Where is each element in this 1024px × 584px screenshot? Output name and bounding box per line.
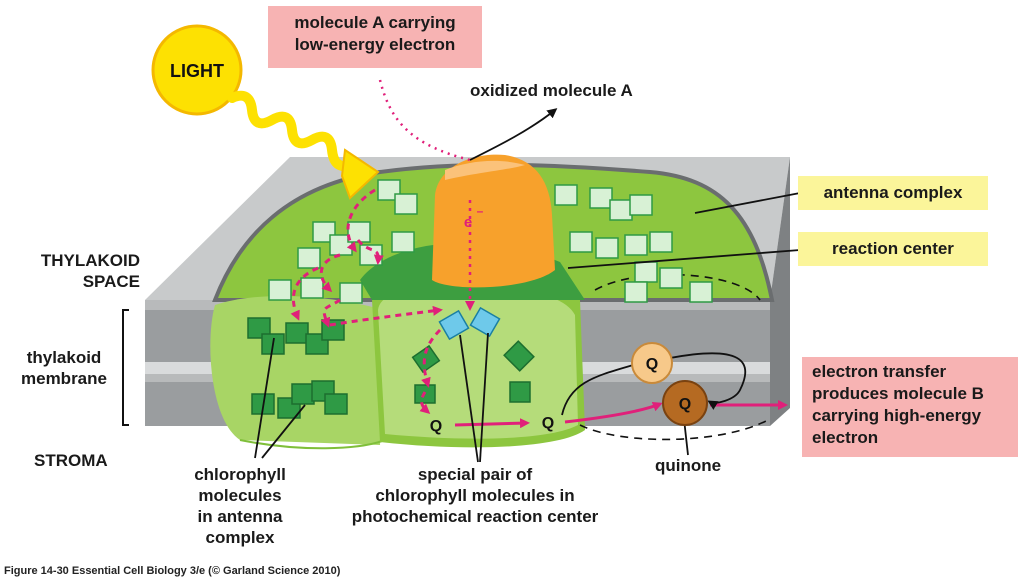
thylakoid-membrane-line-2: membrane — [21, 369, 107, 388]
thylakoid-membrane-label: thylakoid membrane — [14, 347, 114, 389]
electron-transfer-box: electron transfer produces molecule B ca… — [802, 357, 1018, 457]
antenna-chlorophyll-light — [268, 179, 713, 304]
molecule-a-line-2: low-energy electron — [294, 35, 456, 54]
leader-lines — [122, 108, 801, 463]
chlorophyll-line-4: complex — [205, 528, 275, 547]
chlorophyll-line-2: molecules — [198, 486, 282, 505]
chlorophyll-line-1: chlorophyll — [194, 465, 286, 484]
quinone-q-4: Q — [542, 415, 554, 432]
quinone-q-2: Q — [679, 396, 691, 413]
special-pair-line-1: special pair of — [417, 465, 533, 484]
chlorophyll-antenna-label: chlorophyll molecules in antenna complex — [170, 464, 310, 548]
thylakoid-space-line-2: SPACE — [82, 272, 140, 291]
quinone-reduced-icon — [662, 380, 708, 426]
figure-caption: Figure 14-30 Essential Cell Biology 3/e … — [4, 565, 341, 577]
electron-transfer-line-4: electron — [812, 428, 879, 447]
electron-charge: – — [477, 204, 484, 218]
special-pair-line-3: photochemical reaction center — [351, 507, 599, 526]
molecule-a-protein — [432, 154, 555, 288]
electron-symbol: e — [464, 214, 472, 231]
thylakoid-space-line-1: THYLAKOID — [40, 251, 140, 270]
special-pair-line-2: chlorophyll molecules in — [375, 486, 575, 505]
electron-transfer-line-1: electron transfer — [812, 362, 947, 381]
light-source — [151, 24, 380, 200]
reaction-center-box: reaction center — [798, 232, 988, 266]
electron-transfer-line-3: carrying high-energy — [812, 406, 982, 425]
oxidized-molecule-a-label: oxidized molecule A — [470, 81, 633, 100]
quinone-q-1: Q — [646, 356, 658, 373]
electron-transfer-line-2: produces molecule B — [812, 384, 984, 403]
quinone-pocket — [579, 273, 769, 441]
molecule-a-line-1: molecule A carrying — [294, 13, 456, 32]
quinone-q-3: Q — [430, 418, 442, 435]
electron-energy-paths — [290, 79, 788, 429]
stroma-label: STROMA — [34, 451, 108, 470]
reaction-center-chlorophyll — [411, 306, 535, 404]
quinones: Q Q Q Q e – LIGHT — [170, 61, 708, 435]
thylakoid-space-label: THYLAKOID SPACE — [0, 250, 140, 292]
antenna-chlorophyll-dark — [247, 317, 348, 419]
molecule-a-box: molecule A carrying low-energy electron — [268, 6, 482, 68]
thylakoid-membrane-line-1: thylakoid — [26, 348, 102, 367]
special-pair-label: special pair of chlorophyll molecules in… — [330, 464, 620, 527]
quinone-oxidized-icon — [631, 342, 673, 384]
quinone-label: quinone — [655, 456, 722, 475]
chlorophyll-line-3: in antenna — [197, 507, 283, 526]
light-label: LIGHT — [170, 61, 224, 81]
antenna-complex-box: antenna complex — [798, 176, 988, 210]
